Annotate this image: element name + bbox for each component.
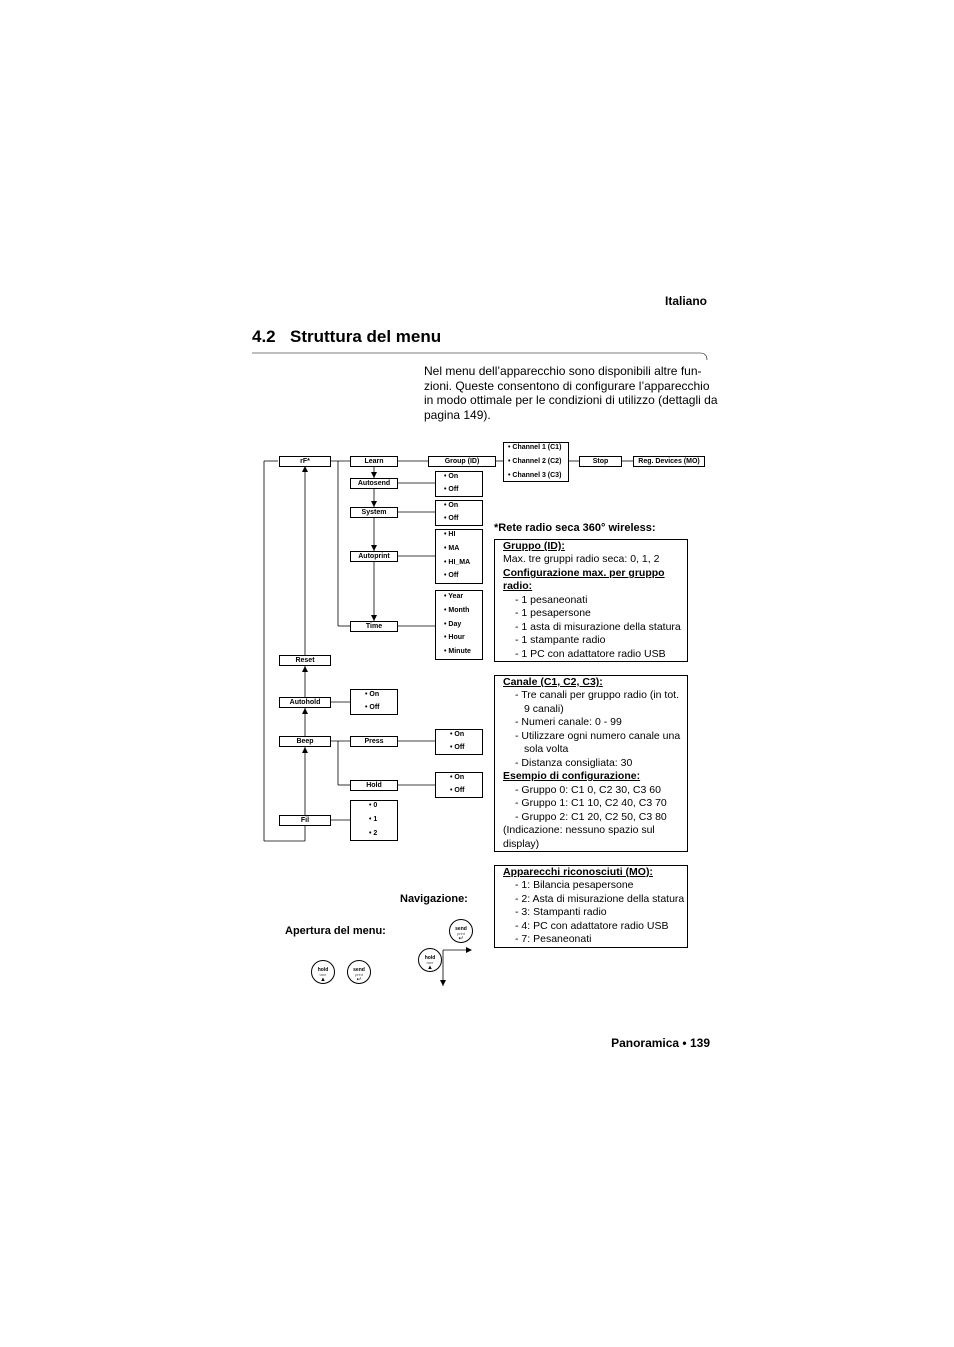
option-off: • Off	[444, 486, 459, 493]
list-item: - Gruppo 0: C1 0, C2 30, C3 60	[515, 784, 661, 796]
info-box-gruppo: Gruppo (ID): Max. tre gruppi radio seca:…	[494, 539, 688, 662]
option-ma: • MA	[444, 545, 460, 552]
menu-stop: Stop	[579, 456, 622, 467]
system-options: • On • Off	[435, 500, 483, 526]
option-hi-ma: • HI_MA	[444, 559, 471, 566]
intro-line: in modo ottimale per le condizioni di ut…	[424, 393, 718, 408]
list-item: - 2: Asta di misurazione della statura	[515, 893, 685, 905]
gruppo-text: Max. tre gruppi radio seca: 0, 1, 2	[503, 553, 660, 565]
config-title: Configurazione max. per gruppo	[503, 567, 665, 579]
list-item-continuation: 9 canali)	[524, 703, 564, 715]
section-number: 4.2	[252, 327, 276, 346]
navigation-label: Navigazione:	[400, 893, 468, 905]
section-title: Struttura del menu	[290, 327, 442, 346]
option-off: • Off	[450, 744, 465, 751]
option-channel-2: • Channel 2 (C2)	[508, 458, 562, 465]
menu-reg-devices: Reg. Devices (MO)	[633, 456, 705, 467]
option-on: • On	[450, 731, 465, 738]
intro-paragraph: Nel menu dell’apparecchio sono disponibi…	[424, 364, 718, 422]
list-item: - Gruppo 1: C1 10, C2 40, C3 70	[515, 797, 667, 809]
canale-note: display)	[503, 838, 540, 850]
list-item: - Tre canali per gruppo radio (in tot.	[515, 689, 680, 701]
time-options: • Year • Month • Day • Hour • Minute	[435, 590, 483, 660]
channels-options: • Channel 1 (C1) • Channel 2 (C2) • Chan…	[503, 442, 569, 482]
list-item-continuation: sola volta	[524, 743, 569, 755]
fil-options: • 0 • 1 • 2	[350, 800, 398, 841]
option-day: • Day	[444, 621, 462, 628]
canale-note: (Indicazione: nessuno spazio sul	[503, 824, 655, 836]
option-channel-1: • Channel 1 (C1)	[508, 444, 562, 451]
intro-line: zioni. Queste consentono di configurare …	[424, 378, 710, 393]
option-hi: • HI	[444, 531, 456, 538]
autosend-options: • On • Off	[435, 471, 483, 497]
option-0: • 0	[369, 802, 378, 809]
press-options: • On • Off	[435, 729, 483, 755]
list-item: - 7: Pesaneonati	[515, 933, 592, 945]
menu-learn: Learn	[350, 456, 398, 467]
example-title: Esempio di configurazione:	[503, 770, 641, 782]
list-item: - 1 PC con adattatore radio USB	[515, 648, 666, 660]
hold-options: • On • Off	[435, 772, 483, 798]
gruppo-title: Gruppo (ID):	[503, 540, 565, 552]
menu-rf: rF*	[279, 456, 331, 467]
menu-autohold: Autohold	[279, 697, 331, 708]
list-item: - 3: Stampanti radio	[515, 906, 607, 918]
list-item: - 1 pesapersone	[515, 607, 591, 619]
option-on: • On	[365, 691, 380, 698]
option-on: • On	[444, 502, 459, 509]
menu-time: Time	[350, 621, 398, 632]
menu-fil: Fil	[279, 815, 331, 826]
option-month: • Month	[444, 607, 470, 614]
info-box-apparecchi: Apparecchi riconosciuti (MO): - 1: Bilan…	[494, 865, 688, 948]
menu-beep: Beep	[279, 736, 331, 747]
intro-line: pagina 149).	[424, 407, 491, 422]
option-off: • Off	[365, 704, 380, 711]
list-item: - Utilizzare ogni numero canale una	[515, 730, 681, 742]
config-title: radio:	[503, 580, 533, 592]
menu-reset: Reset	[279, 655, 331, 666]
list-item: - 1 pesaneonati	[515, 594, 588, 606]
autohold-options: • On • Off	[350, 689, 398, 715]
option-off: • Off	[444, 572, 459, 579]
list-item: - 1 stampante radio	[515, 634, 606, 646]
intro-line: Nel menu dell’apparecchio sono disponibi…	[424, 364, 702, 378]
autoprint-options: • HI • MA • HI_MA • Off	[435, 529, 483, 584]
menu-autosend: Autosend	[350, 478, 398, 489]
page-footer: Panoramica • 139	[611, 1036, 710, 1050]
option-on: • On	[450, 774, 465, 781]
list-item: - Distanza consigliata: 30	[515, 757, 633, 769]
option-year: • Year	[444, 593, 464, 600]
apparecchi-title: Apparecchi riconosciuti (MO):	[503, 866, 653, 878]
canale-title: Canale (C1, C2, C3):	[503, 676, 603, 688]
option-1: • 1	[369, 816, 378, 823]
menu-autoprint: Autoprint	[350, 551, 398, 562]
menu-system: System	[350, 507, 398, 518]
menu-group-id: Group (ID)	[428, 456, 496, 467]
option-off: • Off	[450, 787, 465, 794]
list-item: - 1: Bilancia pesapersone	[515, 879, 634, 891]
option-channel-3: • Channel 3 (C3)	[508, 472, 562, 479]
list-item: - 4: PC con adattatore radio USB	[515, 920, 669, 932]
option-off: • Off	[444, 515, 459, 522]
option-on: • On	[444, 473, 459, 480]
language-label: Italiano	[664, 294, 707, 308]
list-item: - Gruppo 2: C1 20, C2 50, C3 80	[515, 811, 667, 823]
open-menu-label: Apertura del menu:	[285, 925, 386, 937]
list-item: - Numeri canale: 0 - 99	[515, 716, 622, 728]
list-item: - 1 asta di misurazione della statura	[515, 621, 681, 633]
info-box-canale: Canale (C1, C2, C3): - Tre canali per gr…	[494, 675, 688, 852]
menu-hold: Hold	[350, 780, 398, 791]
option-hour: • Hour	[444, 634, 465, 641]
option-minute: • Minute	[444, 648, 471, 655]
menu-press: Press	[350, 736, 398, 747]
wireless-heading: *Rete radio seca 360° wireless:	[494, 522, 656, 534]
option-2: • 2	[369, 830, 378, 837]
